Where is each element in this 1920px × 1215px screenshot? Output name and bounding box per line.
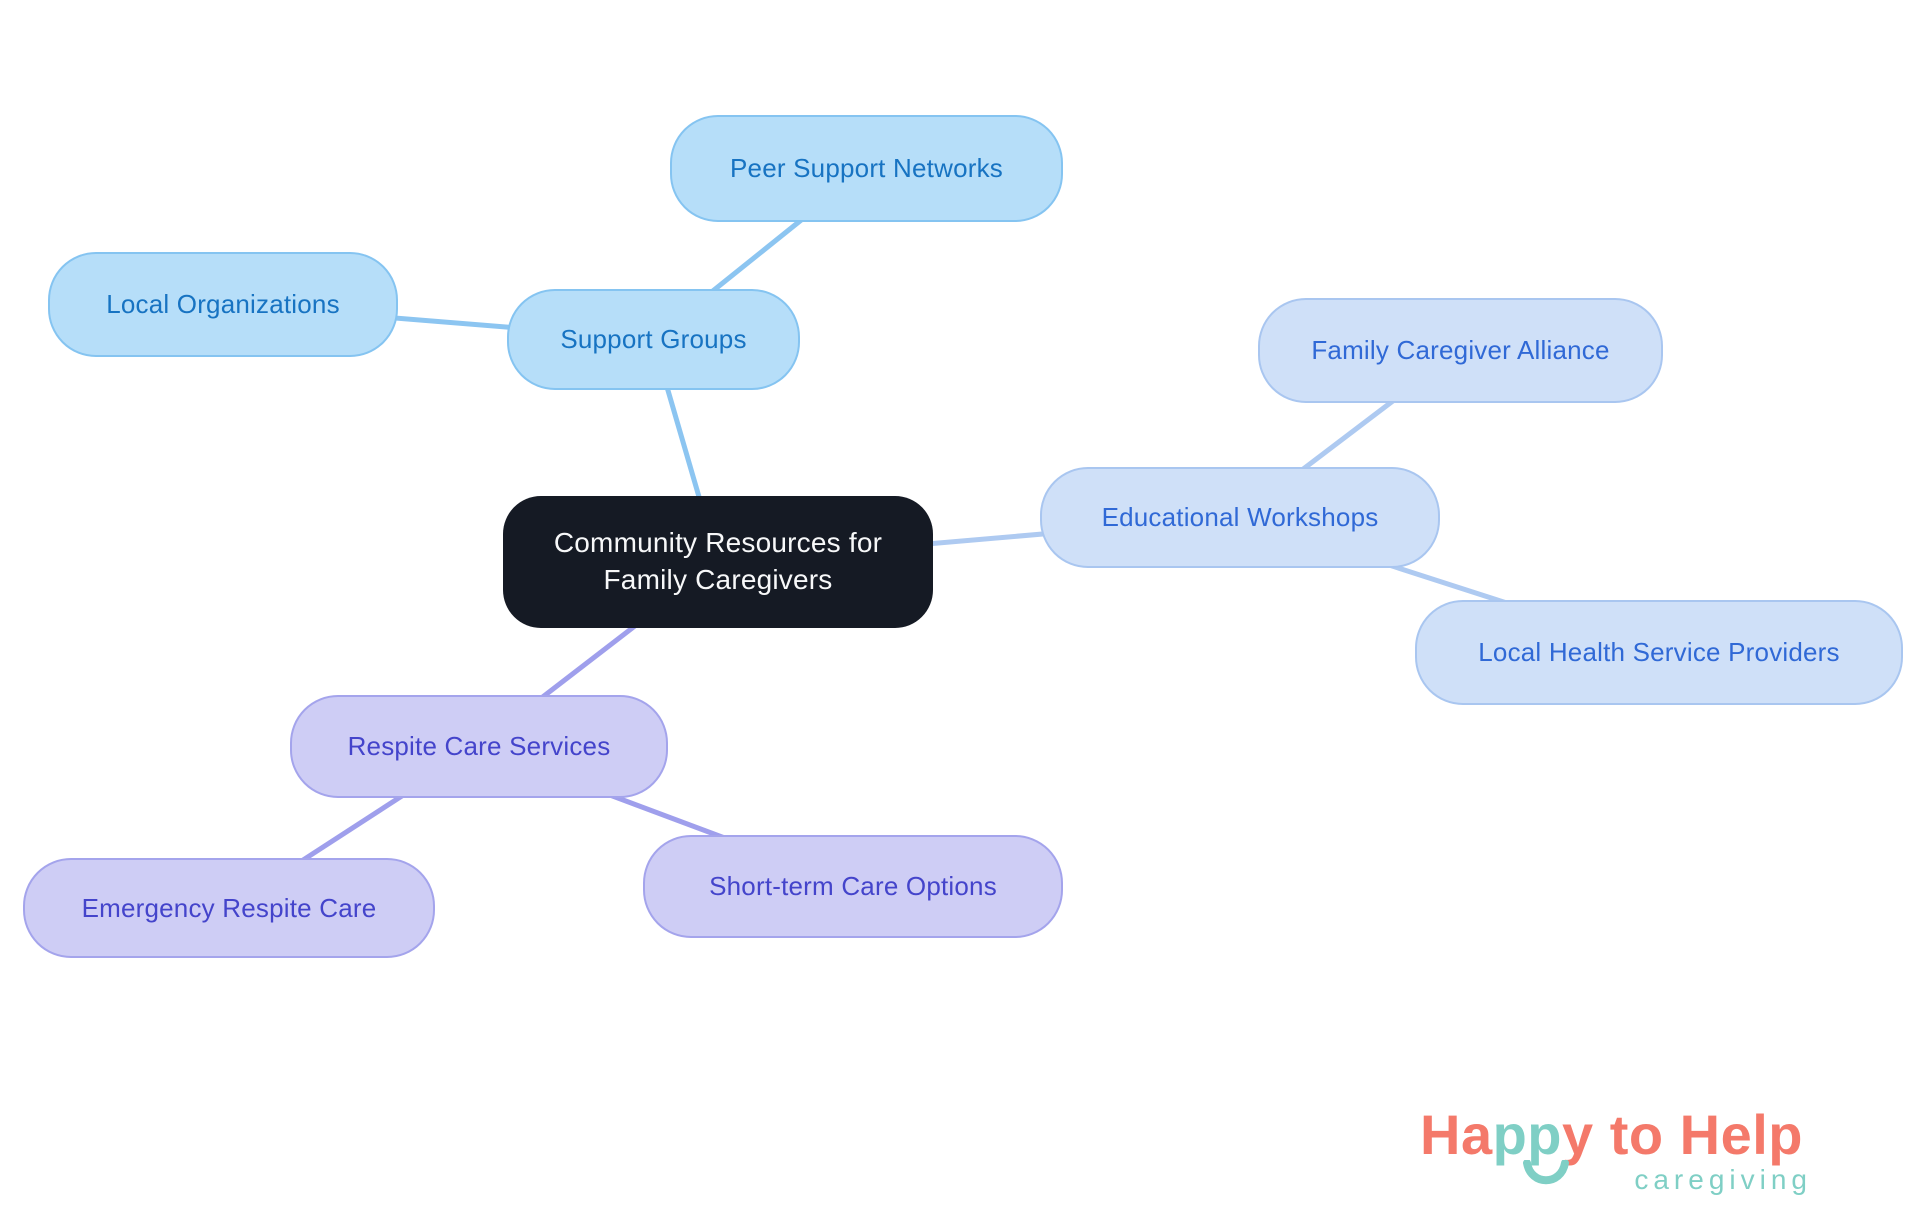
node-label: Local Health Service Providers <box>1478 637 1840 667</box>
node-label: Respite Care Services <box>347 731 611 761</box>
node-family-caregiver-alliance[interactable]: Family Caregiver Alliance <box>1258 298 1663 403</box>
node-label: Short-term Care Options <box>709 871 997 901</box>
happy-to-help-logo: Happy to Help caregiving <box>1420 1104 1860 1204</box>
logo-wordmark-segment: y to Help <box>1562 1103 1803 1166</box>
node-local-health-service-providers[interactable]: Local Health Service Providers <box>1415 600 1903 705</box>
node-label: Support Groups <box>560 324 747 354</box>
node-label: Peer Support Networks <box>730 153 1003 183</box>
node-peer-support-networks[interactable]: Peer Support Networks <box>670 115 1063 222</box>
node-support-groups[interactable]: Support Groups <box>507 289 800 390</box>
node-label: Emergency Respite Care <box>81 892 377 923</box>
node-label: Local Organizations <box>106 289 340 319</box>
node-short-term-care-options[interactable]: Short-term Care Options <box>643 835 1063 938</box>
logo-wordmark-segment: Ha <box>1420 1103 1493 1166</box>
node-central[interactable]: Community Resources for Family Caregiver… <box>503 496 933 628</box>
logo-wordmark: Happy to Help <box>1420 1104 1860 1166</box>
node-central-label-line1: Community Resources for <box>553 527 883 559</box>
logo-wordmark-segment: pp <box>1492 1103 1563 1166</box>
logo-tagline: caregiving <box>1634 1163 1812 1195</box>
node-emergency-respite-care[interactable]: Emergency Respite Care <box>23 858 435 958</box>
node-respite-care-services[interactable]: Respite Care Services <box>290 695 668 798</box>
node-label: Educational Workshops <box>1101 502 1379 532</box>
node-local-organizations[interactable]: Local Organizations <box>48 252 398 357</box>
node-label: Family Caregiver Alliance <box>1311 335 1610 365</box>
smile-icon <box>1523 1160 1569 1185</box>
node-central-label-line2: Family Caregivers <box>603 564 833 595</box>
node-educational-workshops[interactable]: Educational Workshops <box>1040 467 1440 568</box>
